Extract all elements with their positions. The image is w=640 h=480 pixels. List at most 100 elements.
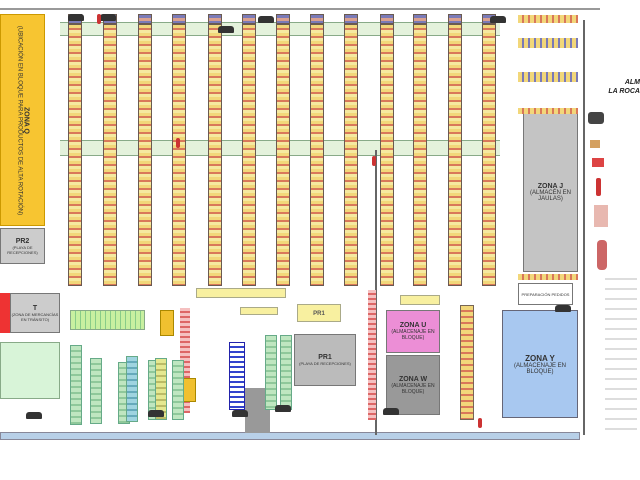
rack-header xyxy=(138,14,152,24)
rack-column xyxy=(208,24,222,286)
zone-j-desc: (ALMACÉN EN JAULAS) xyxy=(529,189,571,202)
zone-pr1-desc: (PLAYA DE RECEPCIONES) xyxy=(299,361,351,366)
forklift-icon xyxy=(275,405,291,412)
rack-column xyxy=(276,24,290,286)
rack-column xyxy=(172,24,186,286)
forklift-icon xyxy=(26,412,42,419)
rack-header xyxy=(448,14,462,24)
pink-rack xyxy=(180,308,190,413)
zone-pr1-name: PR1 xyxy=(318,354,332,361)
rack-column xyxy=(103,24,117,286)
rack-column xyxy=(413,24,427,286)
zone-y-name: ZONA Y xyxy=(525,353,555,363)
forklift-icon xyxy=(100,14,116,21)
legend-hose-icon xyxy=(594,205,608,227)
forklift-icon xyxy=(258,16,274,23)
zone-pr1: PR1 (PLAYA DE RECEPCIONES) xyxy=(294,334,356,386)
red-zone xyxy=(0,293,10,333)
forklift-icon xyxy=(148,410,164,417)
pink-rack-right xyxy=(368,290,376,420)
zone-t-desc: (ZONA DE MERCANCÍAS EN TRÁNSITO) xyxy=(11,311,59,322)
rack-right-3 xyxy=(518,72,578,82)
extinguisher-icon xyxy=(97,14,101,24)
top-wall xyxy=(0,8,600,10)
forklift-icon xyxy=(490,16,506,23)
aisle-tag xyxy=(196,288,286,298)
rack-right-4 xyxy=(518,108,578,114)
legend-text-block xyxy=(605,270,637,430)
rack-column xyxy=(482,24,496,286)
rack-header xyxy=(344,14,358,24)
horizontal-rack xyxy=(70,310,145,330)
title-line-2: LA ROCA xyxy=(608,88,640,95)
zone-u-name: ZONA U xyxy=(399,322,427,329)
legend-extinguisher-icon xyxy=(596,178,601,196)
green-rack xyxy=(70,345,82,425)
yellow-box xyxy=(160,310,174,336)
extinguisher-icon xyxy=(478,418,482,428)
rack-column xyxy=(380,24,394,286)
zone-w-desc: (ALMACENAJE EN BLOQUE) xyxy=(391,382,435,395)
zone-t: T (ZONA DE MERCANCÍAS EN TRÁNSITO) xyxy=(10,293,60,333)
rack-header xyxy=(413,14,427,24)
rack-column xyxy=(344,24,358,286)
zone-pr2-desc: (PLAYA DE RECEPCIONES) xyxy=(7,244,38,255)
prep-pedidos: PREPARACIÓN PEDIDOS xyxy=(518,283,573,305)
green-rack xyxy=(90,358,102,424)
legend-forklift-icon xyxy=(588,112,604,124)
zone-q: ZONA Q (UBICACIÓN EN BLOQUE PARA PRODUCT… xyxy=(0,14,45,226)
rack-header xyxy=(276,14,290,24)
yellow-green-rack xyxy=(155,358,167,420)
green-area xyxy=(0,342,60,399)
rack-column xyxy=(138,24,152,286)
forklift-icon xyxy=(383,408,399,415)
title-line-1: ALM xyxy=(624,79,640,86)
legend-hydrant-icon xyxy=(597,240,607,270)
zone-q-name: ZONA Q xyxy=(22,106,29,134)
zone-pr2: PR2 (PLAYA DE RECEPCIONES) xyxy=(0,228,45,264)
green-rack xyxy=(265,335,277,410)
forklift-icon xyxy=(555,305,571,312)
legend-fire-alarm-icon xyxy=(592,158,604,167)
zone-u-tag xyxy=(400,295,440,305)
blue-rack xyxy=(229,342,245,410)
rack-column xyxy=(310,24,324,286)
rack-column xyxy=(68,24,82,286)
rack-column xyxy=(448,24,462,286)
prep-pedidos-label: PREPARACIÓN PEDIDOS xyxy=(521,291,570,297)
rack-center xyxy=(460,305,474,420)
zone-j-name: ZONA J xyxy=(537,182,564,190)
rack-header xyxy=(242,14,256,24)
zone-q-desc: (UBICACIÓN EN BLOQUE PARA PRODUCTOS DE A… xyxy=(16,25,22,215)
rack-header xyxy=(310,14,324,24)
zone-u-desc: (ALMACENAJE EN BLOQUE) xyxy=(391,329,435,341)
bottom-dock xyxy=(0,432,580,440)
rack-column xyxy=(242,24,256,286)
rack-right-5 xyxy=(518,274,578,280)
zone-j: ZONA J (ALMACÉN EN JAULAS) xyxy=(523,112,578,272)
rack-header xyxy=(172,14,186,24)
rack-right-1 xyxy=(518,15,578,23)
inner-wall xyxy=(375,150,377,435)
extinguisher-icon xyxy=(176,138,180,148)
green-rack xyxy=(280,335,292,410)
right-wall xyxy=(583,20,585,435)
zone-w-name: ZONA W xyxy=(398,375,428,383)
legend-alarm-icon xyxy=(590,140,600,148)
forklift-icon xyxy=(218,26,234,33)
zone-y-desc: (ALMACENAJE EN BLOQUE) xyxy=(513,362,566,375)
area-tag xyxy=(240,307,278,315)
rack-header xyxy=(380,14,394,24)
pr1-tag: PR1 xyxy=(297,304,341,322)
zone-u: ZONA U (ALMACENAJE EN BLOQUE) xyxy=(386,310,440,353)
zone-w: ZONA W (ALMACENAJE EN BLOQUE) xyxy=(386,355,440,415)
rack-header xyxy=(208,14,222,24)
forklift-icon xyxy=(68,14,84,21)
zone-pr2-name: PR2 xyxy=(15,237,30,245)
forklift-icon xyxy=(232,410,248,417)
teal-rack xyxy=(126,356,138,422)
extinguisher-icon xyxy=(372,156,376,166)
rack-right-2 xyxy=(518,38,578,48)
zone-t-name: T xyxy=(32,304,38,312)
green-rack xyxy=(172,360,184,420)
